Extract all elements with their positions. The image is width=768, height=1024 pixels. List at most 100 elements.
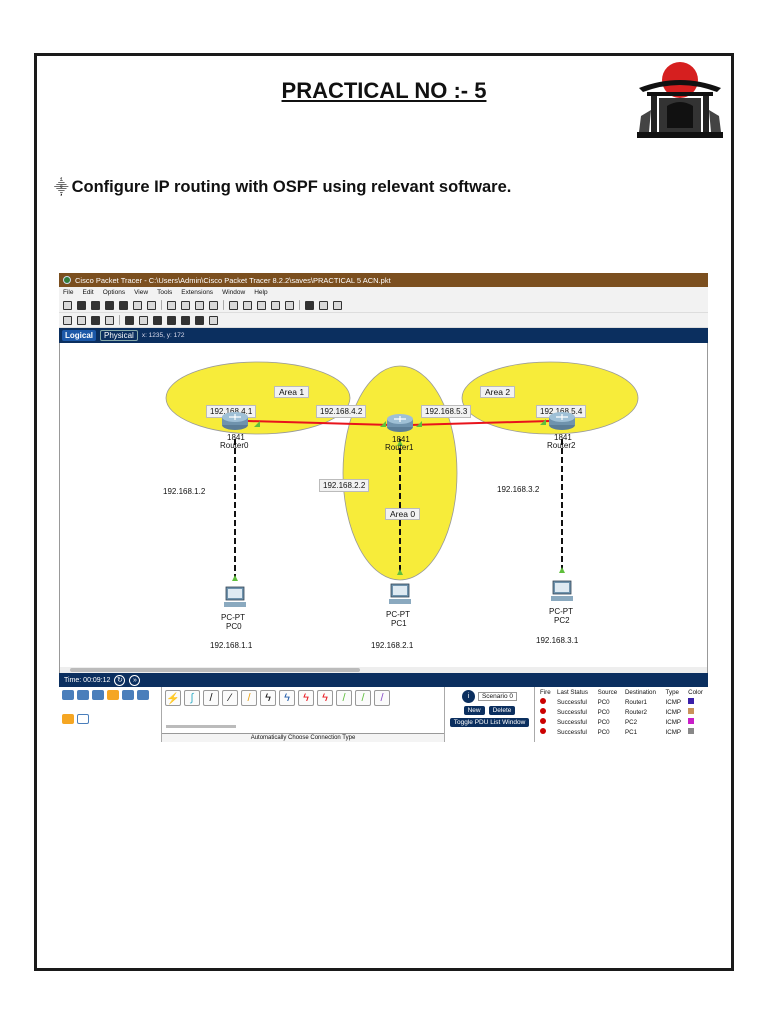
fire-icon[interactable] <box>540 718 546 724</box>
copper-straight-icon[interactable]: / <box>203 690 219 706</box>
pdu-row[interactable]: Successful PC0 Router2 ICMP <box>538 707 708 717</box>
menu-extensions[interactable]: Extensions <box>181 289 214 296</box>
scrollbar-thumb[interactable] <box>70 668 360 672</box>
zoom-reset-icon[interactable] <box>243 300 252 310</box>
open-folder-icon[interactable] <box>77 300 86 310</box>
pc2-icon[interactable] <box>550 580 574 602</box>
multiuser-icon[interactable] <box>137 690 149 700</box>
copper-cross-icon[interactable]: ⁄ <box>222 690 238 706</box>
pdu-type: ICMP <box>665 698 682 706</box>
freeform-icon[interactable] <box>181 315 190 325</box>
miscellaneous-icon[interactable] <box>122 690 134 700</box>
area2-label: Area 2 <box>480 386 516 398</box>
drawing-palette-icon[interactable] <box>271 300 280 310</box>
link-up-indicator <box>380 421 386 427</box>
router0-icon[interactable] <box>220 411 250 431</box>
menu-window[interactable]: Window <box>222 289 246 296</box>
coaxial-icon[interactable]: ϟ <box>279 690 295 706</box>
toolbar-divider <box>299 300 300 310</box>
connection-subtype-icon[interactable] <box>62 714 74 724</box>
inspect-icon[interactable] <box>77 315 86 325</box>
fire-icon[interactable] <box>540 728 546 734</box>
add-simple-pdu-icon[interactable] <box>195 315 204 325</box>
area0-label: Area 0 <box>385 508 421 520</box>
menu-tools[interactable]: Tools <box>157 289 173 296</box>
horizontal-scrollbar[interactable] <box>60 667 707 673</box>
new-scenario-button[interactable]: New <box>463 706 485 715</box>
pc0-icon[interactable] <box>223 586 247 608</box>
iot-custom-icon[interactable]: / <box>355 690 371 706</box>
info-icon[interactable]: i <box>461 690 475 703</box>
secondary-toolbar <box>59 313 708 328</box>
menu-edit[interactable]: Edit <box>82 289 94 296</box>
scenario-select[interactable]: Scenario 0 <box>477 692 518 701</box>
fire-icon[interactable] <box>540 708 546 714</box>
menu-file[interactable]: File <box>63 289 74 296</box>
undo-icon[interactable] <box>195 300 204 310</box>
pdu-row[interactable]: Successful PC0 PC2 ICMP <box>538 717 708 727</box>
power-cycle-icon[interactable]: ↻ <box>114 674 126 686</box>
network-info-icon[interactable] <box>133 300 142 310</box>
pdu-row[interactable]: Successful PC0 PC1 ICMP <box>538 727 708 737</box>
fire-icon[interactable] <box>540 698 546 704</box>
add-complex-pdu-icon[interactable] <box>209 315 218 325</box>
copy-icon[interactable] <box>167 300 176 310</box>
draw-rectangle-icon[interactable] <box>153 315 162 325</box>
save-icon[interactable] <box>91 300 100 310</box>
fast-forward-icon[interactable]: » <box>129 674 141 686</box>
pdu-source: PC0 <box>597 708 610 716</box>
draw-ellipse-icon[interactable] <box>167 315 176 325</box>
pdu-row[interactable]: Successful PC0 Router1 ICMP <box>538 697 708 707</box>
components-icon[interactable] <box>92 690 104 700</box>
new-file-icon[interactable] <box>63 300 72 310</box>
link-r0-r1 <box>247 420 391 426</box>
network-devices-icon[interactable] <box>62 690 74 700</box>
print-icon[interactable] <box>105 300 114 310</box>
console-cable-icon[interactable]: ∫ <box>184 690 200 706</box>
view-command-log-icon[interactable] <box>305 300 314 310</box>
activity-wizard-icon[interactable] <box>119 300 128 310</box>
zoom-out-icon[interactable] <box>257 300 266 310</box>
draw-line-icon[interactable] <box>139 315 148 325</box>
workspace-tabs: Logical Physical x: 1235, y: 172 <box>59 328 708 343</box>
auto-connection-icon[interactable]: ⚡ <box>165 690 181 706</box>
tab-physical[interactable]: Physical <box>100 330 138 341</box>
delete-icon[interactable] <box>91 315 100 325</box>
delete-scenario-button[interactable]: Delete <box>488 706 516 715</box>
menu-view[interactable]: View <box>134 289 149 296</box>
serial-dce-icon[interactable]: ϟ <box>298 690 314 706</box>
grid-icon[interactable] <box>77 714 89 724</box>
pdu-status: Successful <box>557 728 587 736</box>
serial-dte-icon[interactable]: ϟ <box>317 690 333 706</box>
redo-icon[interactable] <box>209 300 218 310</box>
connections-icon[interactable] <box>107 690 119 700</box>
network-server-icon[interactable] <box>319 300 328 310</box>
menu-options[interactable]: Options <box>102 289 126 296</box>
phone-icon[interactable]: ϟ <box>260 690 276 706</box>
custom-device-icon[interactable] <box>285 300 294 310</box>
select-icon[interactable] <box>63 315 72 325</box>
screenshot-icon[interactable] <box>333 300 342 310</box>
pdu-destination: Router1 <box>624 698 647 706</box>
router2-icon[interactable] <box>547 411 577 431</box>
menu-help[interactable]: Help <box>254 289 268 296</box>
place-note-icon[interactable] <box>125 315 134 325</box>
usb-icon[interactable]: / <box>374 690 390 706</box>
user-profile-icon[interactable] <box>147 300 156 310</box>
end-devices-icon[interactable] <box>77 690 89 700</box>
logical-workspace[interactable]: Area 1 Area 2 Area 0 192.168.4.1 192.168… <box>59 343 708 673</box>
fiber-icon[interactable]: / <box>241 690 257 706</box>
main-toolbar <box>59 298 708 313</box>
router1-icon[interactable] <box>385 413 415 433</box>
link-up-indicator <box>397 440 403 446</box>
pc1-icon[interactable] <box>388 583 412 605</box>
tab-logical[interactable]: Logical <box>62 330 97 341</box>
paste-icon[interactable] <box>181 300 190 310</box>
toggle-pdu-list-button[interactable]: Toggle PDU List Window <box>449 718 530 727</box>
resize-shape-icon[interactable] <box>105 315 114 325</box>
link-up-indicator <box>254 421 260 427</box>
pc2-model: PC-PT <box>549 607 573 616</box>
zoom-in-icon[interactable] <box>229 300 238 310</box>
octal-icon[interactable]: / <box>336 690 352 706</box>
ip-label: 192.168.2.2 <box>319 479 370 492</box>
